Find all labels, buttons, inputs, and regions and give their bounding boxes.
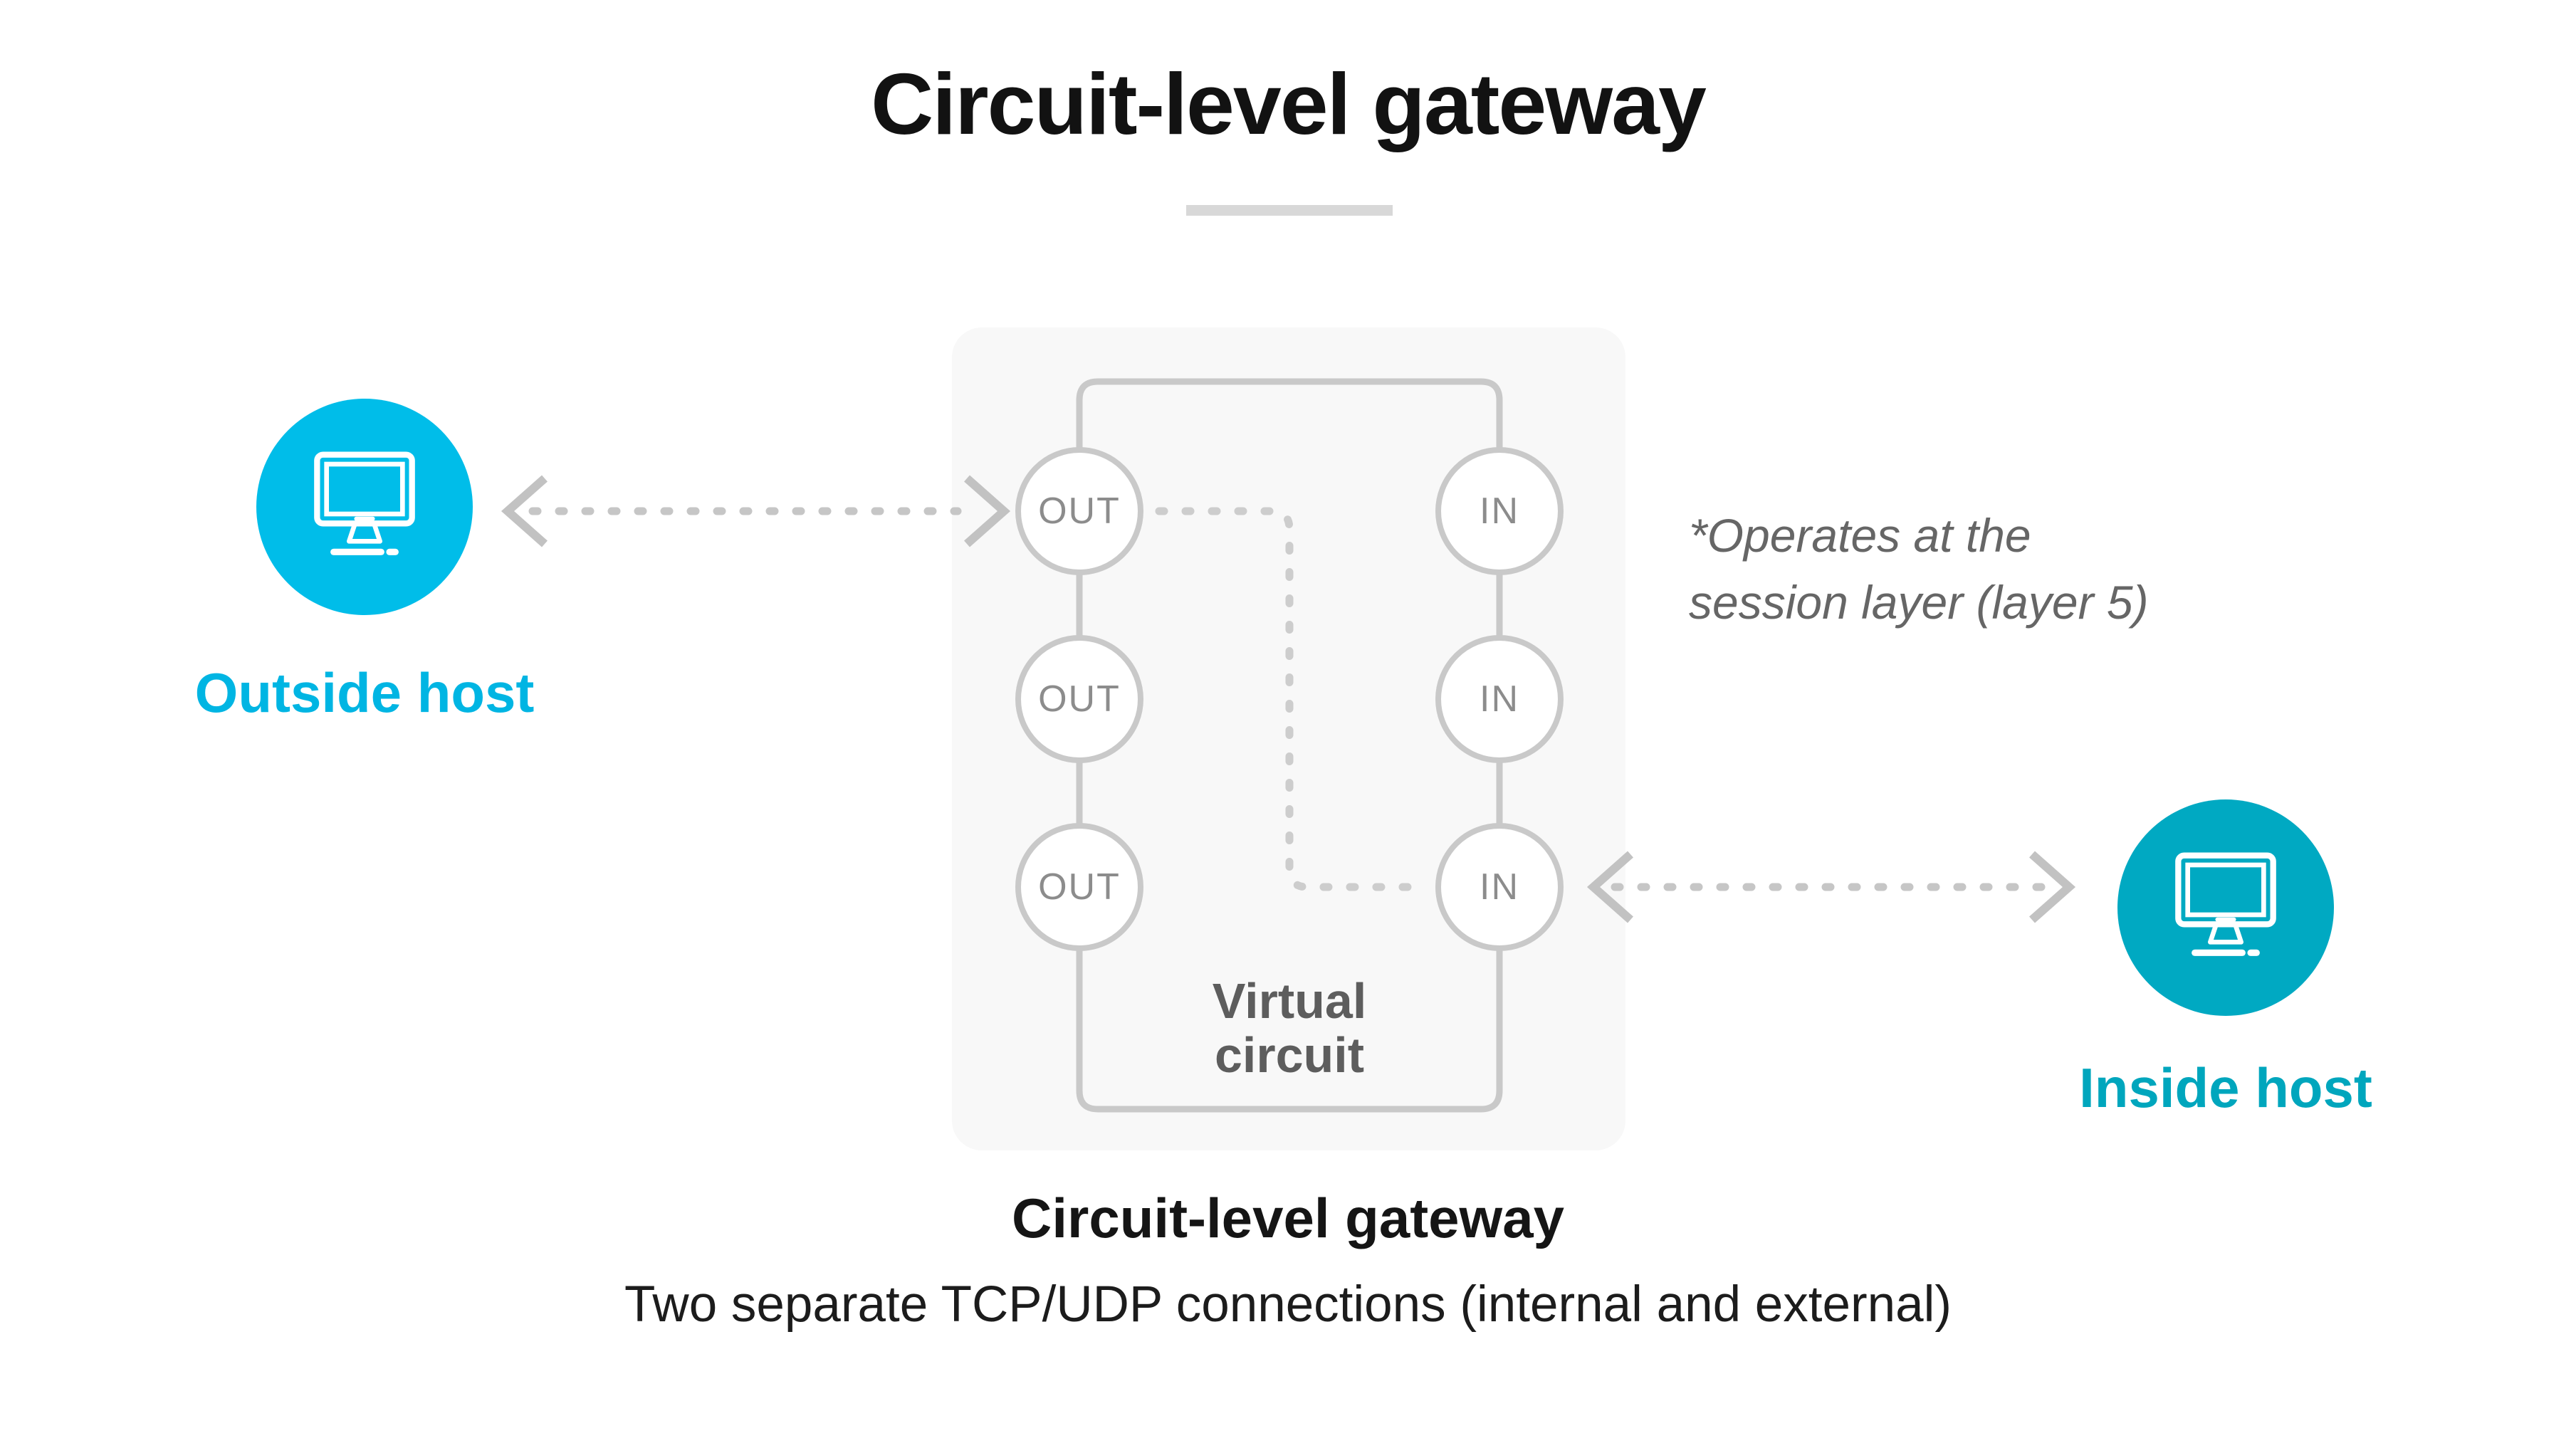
gateway-caption: Circuit-level gateway [1012, 1187, 1564, 1249]
session-layer-note: *Operates at the session layer (layer 5) [1689, 509, 2149, 629]
port-in-3: IN [1435, 823, 1564, 951]
port-in-1-label: IN [1480, 490, 1519, 532]
inside-host [2117, 799, 2334, 1016]
port-in-1: IN [1435, 447, 1564, 575]
port-out-3-label: OUT [1038, 866, 1121, 908]
monitor-icon [2175, 852, 2276, 956]
inside-arrowhead-right [2029, 851, 2076, 923]
page-title: Circuit-level gateway [871, 56, 1707, 152]
port-out-2: OUT [1015, 635, 1143, 763]
port-out-1-label: OUT [1038, 490, 1121, 532]
port-in-3-label: IN [1480, 866, 1519, 908]
monitor-icon [314, 451, 415, 555]
port-out-1: OUT [1015, 447, 1143, 575]
port-in-2: IN [1435, 635, 1564, 763]
title-divider [1186, 205, 1393, 216]
gateway-subcaption: Two separate TCP/UDP connections (intern… [624, 1276, 1952, 1333]
outside-host [256, 399, 473, 615]
virtual-circuit-label: Virtual circuit [1212, 973, 1367, 1084]
port-out-2-label: OUT [1038, 678, 1121, 720]
outside-arrowhead-left [501, 475, 548, 547]
outside-host-label: Outside host [194, 661, 535, 724]
port-out-3: OUT [1015, 823, 1143, 951]
port-in-2-label: IN [1480, 678, 1519, 720]
inside-host-label: Inside host [2079, 1056, 2372, 1119]
